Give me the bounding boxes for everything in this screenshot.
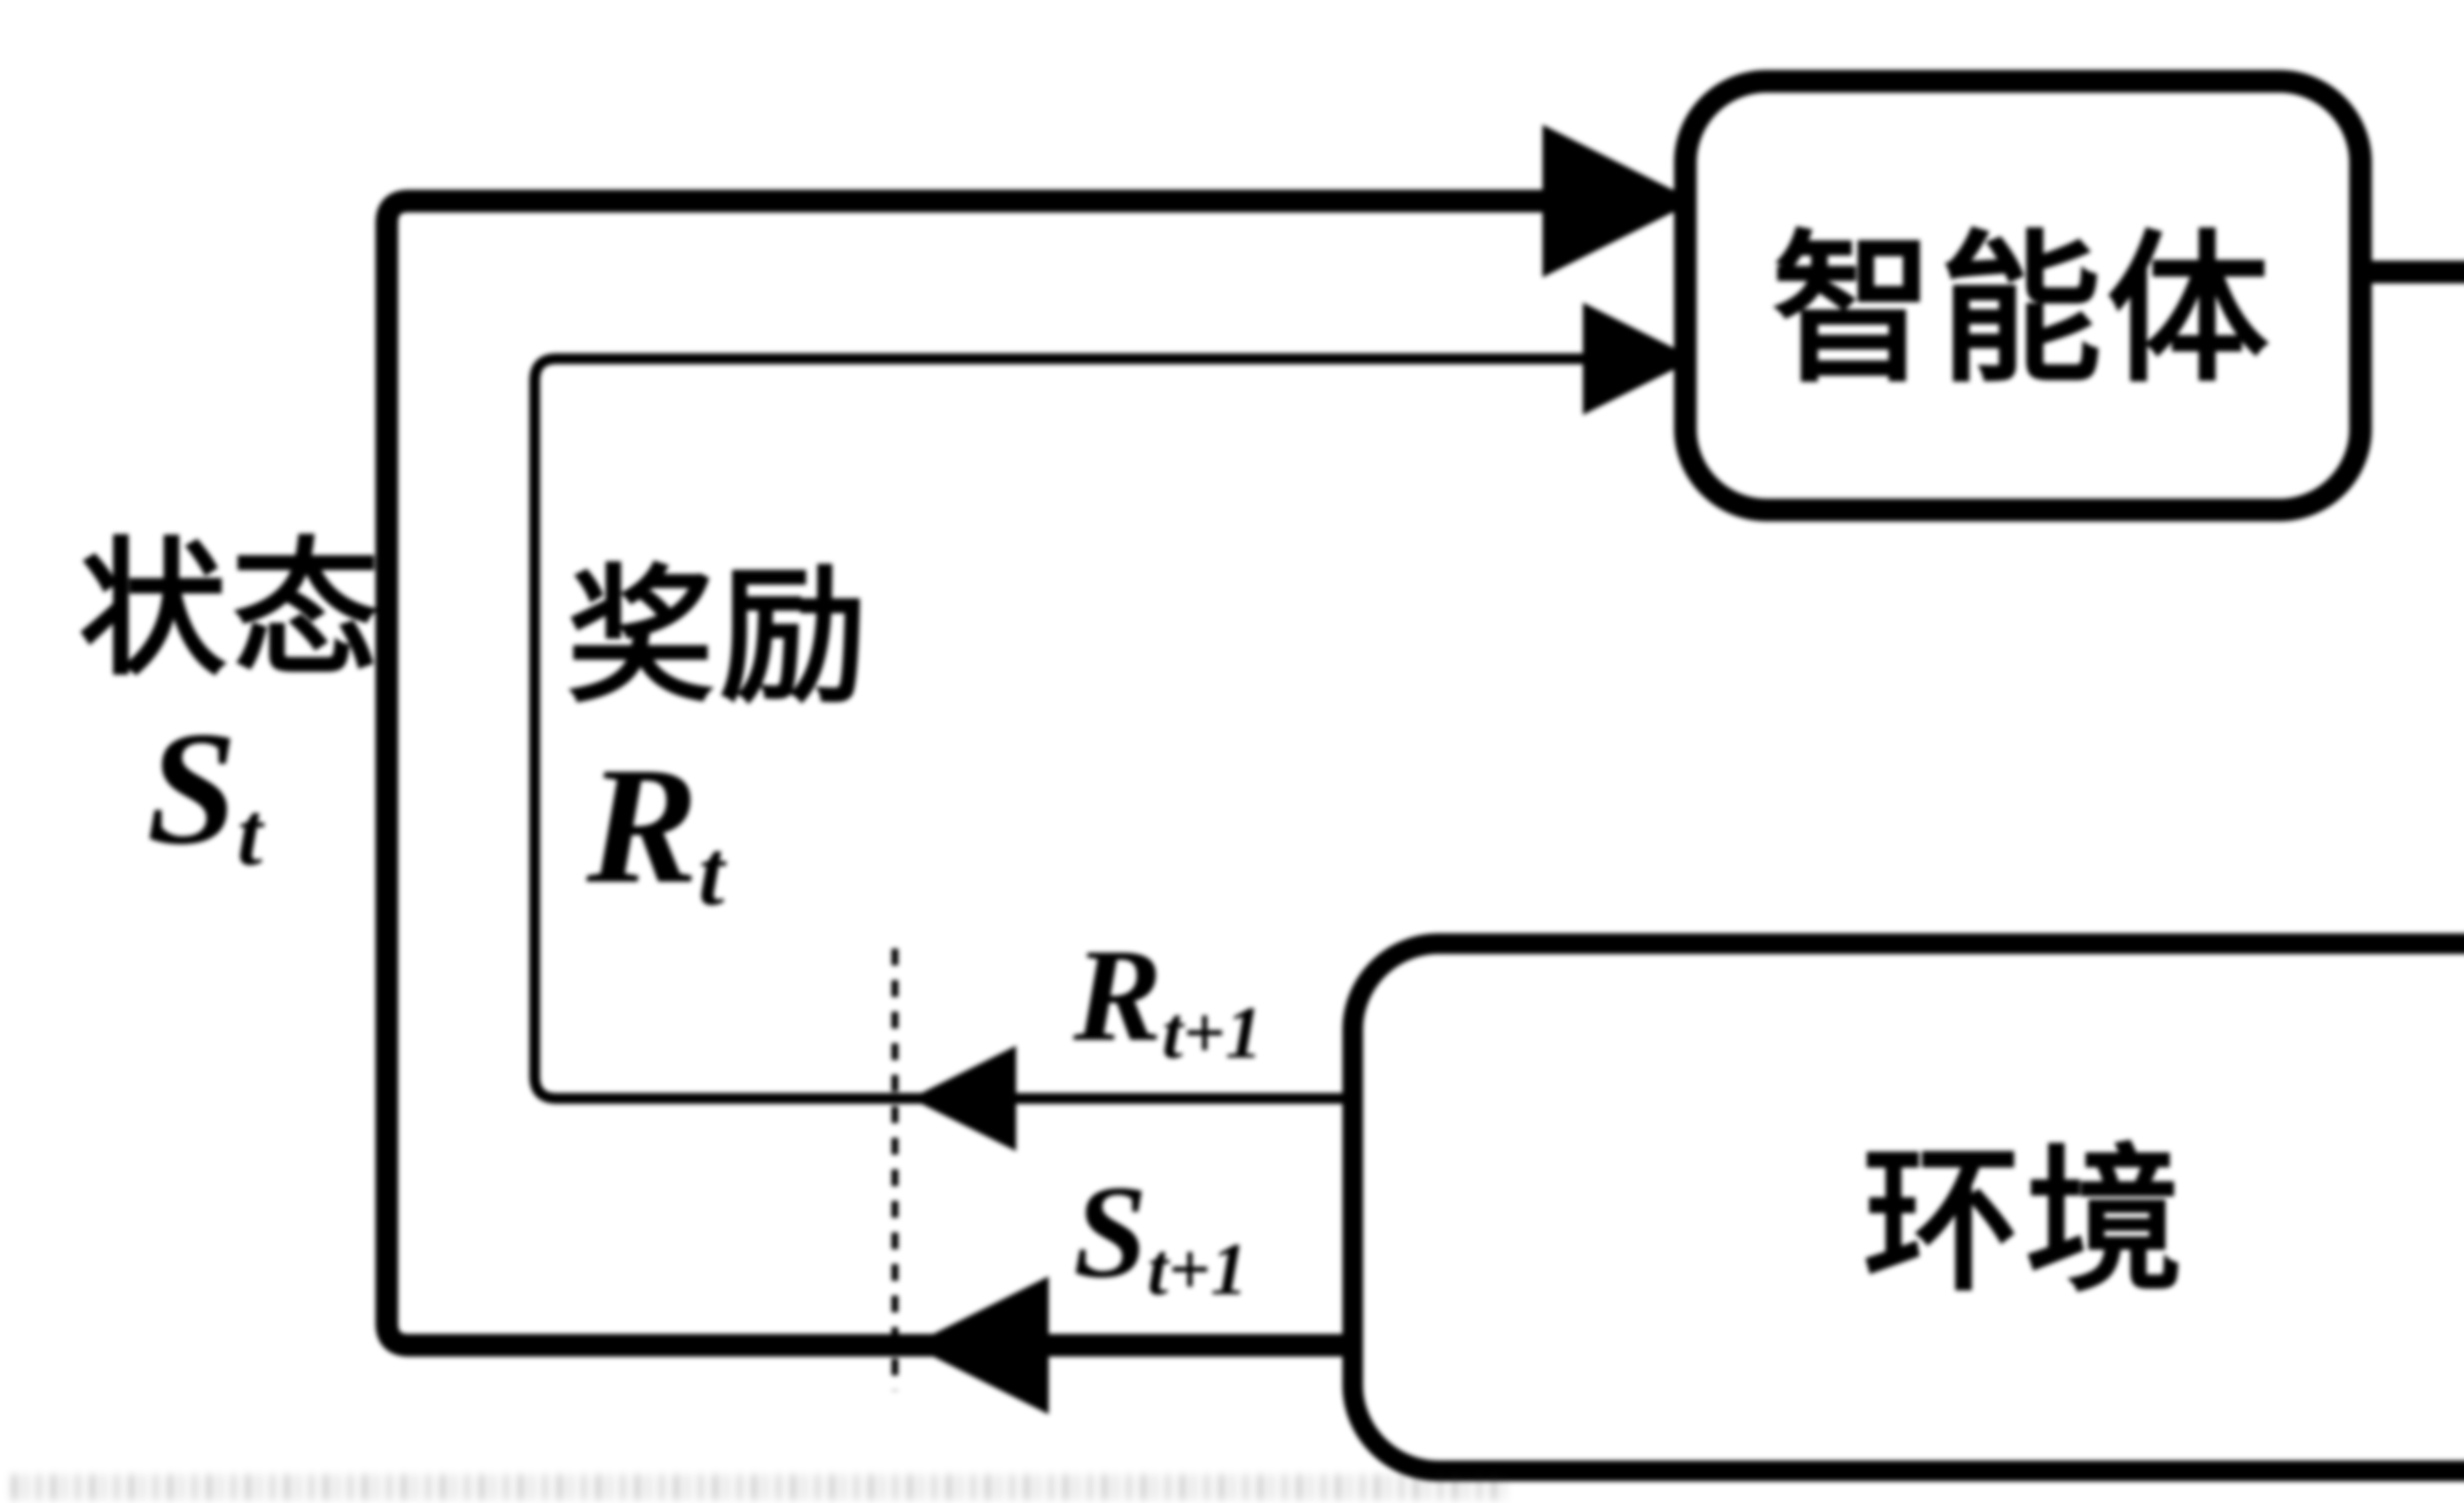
agent-box-label-text: 智能体 bbox=[1772, 222, 2274, 402]
reward-symbol: Rt bbox=[586, 742, 724, 920]
state-label: 状态 bbox=[79, 537, 384, 685]
environment-box-label-text: 环境 bbox=[1863, 1135, 2188, 1310]
environment-box-label: 环境 bbox=[1353, 944, 2464, 1471]
reward-label-text: 奖励 bbox=[567, 556, 872, 720]
reward-symbol-base: R bbox=[586, 732, 698, 918]
next-reward-symbol-base: R bbox=[1073, 922, 1163, 1069]
next-reward-arrowhead bbox=[911, 1046, 1016, 1151]
next-state-symbol-base: S bbox=[1073, 1158, 1148, 1305]
state-flow-line bbox=[376, 190, 1690, 1357]
state-symbol: St bbox=[147, 707, 263, 880]
next-reward-symbol: Rt+1 bbox=[1073, 929, 1263, 1070]
cropped-caption-remnant bbox=[12, 1474, 1506, 1500]
agent-box bbox=[1674, 70, 2372, 521]
reward-arrowhead-into-agent bbox=[1583, 303, 1695, 415]
state-label-text: 状态 bbox=[79, 529, 384, 693]
state-symbol-sub: t bbox=[237, 783, 263, 885]
next-reward-symbol-sub: t+1 bbox=[1162, 991, 1263, 1074]
reward-label: 奖励 bbox=[567, 564, 872, 712]
next-state-symbol: St+1 bbox=[1073, 1165, 1248, 1306]
reward-symbol-sub: t bbox=[698, 820, 724, 925]
state-arrowhead-into-agent bbox=[1542, 125, 1695, 277]
environment-box bbox=[1342, 933, 2464, 1481]
next-state-arrowhead bbox=[911, 1276, 1049, 1414]
state-symbol-base: S bbox=[146, 698, 238, 878]
reward-flow-line bbox=[529, 353, 1690, 1104]
next-state-symbol-sub: t+1 bbox=[1147, 1228, 1248, 1311]
agent-box-label: 智能体 bbox=[1685, 81, 2361, 510]
